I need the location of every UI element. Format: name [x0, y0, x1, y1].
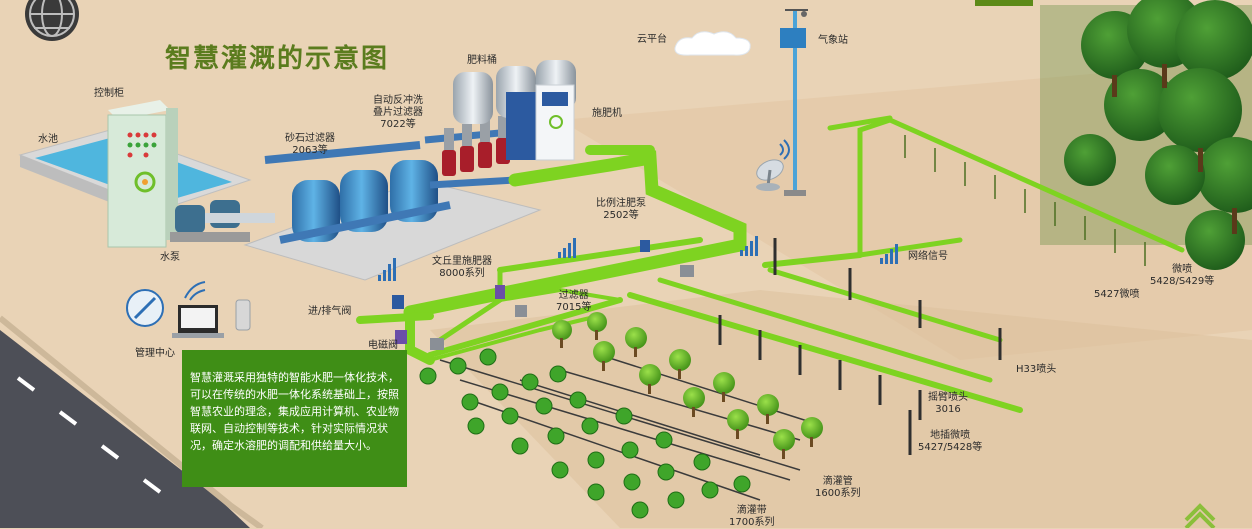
weather-station — [780, 9, 808, 196]
label-h33-nozzle: H33喷头 — [1016, 364, 1057, 375]
fertilizer-machine — [506, 84, 575, 161]
label-network-signal: 网络信号 — [908, 251, 948, 262]
label-venturi-name: 文丘里施肥器 — [432, 256, 492, 267]
label-drip-pipe-model: 1600系列 — [815, 488, 861, 499]
label-sand-filter: 砂石过滤器 2063等 — [285, 133, 335, 157]
label-rocker-nozzle-model: 3016 — [935, 404, 961, 415]
label-drip-tape: 滴灌带 1700系列 — [729, 505, 774, 529]
label-filter: 过滤器 7015等 — [556, 290, 591, 314]
label-filter-model: 7015等 — [556, 302, 592, 313]
label-management-center: 管理中心 — [135, 348, 175, 359]
globe-icon — [25, 0, 79, 41]
diagram-title: 智慧灌溉的示意图 — [165, 44, 390, 74]
label-drip-pipe: 滴灌管 1600系列 — [815, 476, 860, 500]
label-filter-name: 过滤器 — [558, 290, 589, 301]
label-sand-filter-model: 2063等 — [292, 145, 328, 156]
label-venturi-model: 8000系列 — [439, 268, 485, 279]
top-bar-accent — [975, 0, 1033, 6]
label-venturi: 文丘里施肥器 8000系列 — [432, 256, 492, 280]
description-box: 智慧灌溉采用独特的智能水肥一体化技术，可以在传统的水肥一体化系统基础上，按照智慧… — [182, 350, 407, 487]
field-upper — [560, 60, 1252, 360]
label-proportional-pump-name: 比例注肥泵 — [596, 198, 646, 209]
water-pump-group — [170, 200, 275, 242]
label-weather-station: 气象站 — [818, 35, 848, 46]
valves — [392, 240, 694, 350]
label-disc-filter-line3: 7022等 — [380, 119, 416, 130]
description-text: 智慧灌溉采用独特的智能水肥一体化技术，可以在传统的水肥一体化系统基础上，按照智慧… — [190, 371, 399, 452]
sand-filter-tanks — [264, 141, 451, 244]
label-rocker-nozzle-name: 摇臂喷头 — [928, 392, 968, 403]
label-water-pump: 水泵 — [160, 252, 180, 263]
orchard-trees — [552, 312, 823, 459]
label-ground-micro-spray-model: 5427/5428等 — [918, 442, 983, 453]
label-cloud-platform: 云平台 — [637, 34, 667, 45]
label-micro-spray-5427: 5427微喷 — [1094, 289, 1140, 300]
label-drip-tape-model: 1700系列 — [729, 517, 775, 528]
micro-sprinklers — [904, 135, 1146, 266]
road-dashes — [16, 376, 162, 494]
forest — [1040, 0, 1252, 270]
label-micro-spray-name: 微喷 — [1172, 264, 1193, 275]
main-pipes — [356, 145, 747, 365]
satellite-dish-icon — [756, 139, 790, 191]
signal-bars-icons — [378, 236, 898, 281]
label-ground-micro-spray: 地插微喷 5427/5428等 — [918, 430, 982, 454]
label-micro-spray: 微喷 5428/S429等 — [1150, 264, 1214, 288]
cloud-icon — [674, 31, 751, 56]
label-disc-filter: 自动反冲洗 叠片过滤器 7022等 — [373, 95, 423, 131]
sprinkler-risers — [718, 238, 1002, 455]
label-rocker-nozzle: 摇臂喷头 3016 — [928, 392, 968, 416]
label-air-valve: 进/排气阀 — [308, 306, 352, 317]
label-pool: 水池 — [38, 134, 58, 145]
label-disc-filter-line1: 自动反冲洗 — [373, 95, 423, 106]
label-micro-spray-model: 5428/S429等 — [1150, 276, 1215, 287]
control-cabinet — [107, 100, 178, 248]
label-proportional-pump-model: 2502等 — [603, 210, 639, 221]
label-fertilizer-machine: 施肥机 — [592, 108, 622, 119]
vegetable-crops — [419, 348, 751, 519]
road-edge — [0, 315, 264, 528]
label-drip-pipe-name: 滴灌管 — [822, 476, 853, 487]
label-fertilizer-tank: 肥料桶 — [467, 55, 497, 66]
label-solenoid-valve: 电磁阀 — [368, 340, 398, 351]
label-disc-filter-line2: 叠片过滤器 — [373, 107, 423, 118]
disc-filters — [424, 116, 516, 189]
label-proportional-pump: 比例注肥泵 2502等 — [596, 198, 646, 222]
scroll-up-arrow-icon — [1184, 503, 1216, 528]
label-drip-tape-name: 滴灌带 — [736, 505, 767, 516]
label-control-cabinet: 控制柜 — [94, 88, 124, 99]
label-ground-micro-spray-name: 地插微喷 — [930, 430, 971, 441]
label-sand-filter-name: 砂石过滤器 — [285, 133, 335, 144]
management-center-icons — [126, 281, 251, 338]
